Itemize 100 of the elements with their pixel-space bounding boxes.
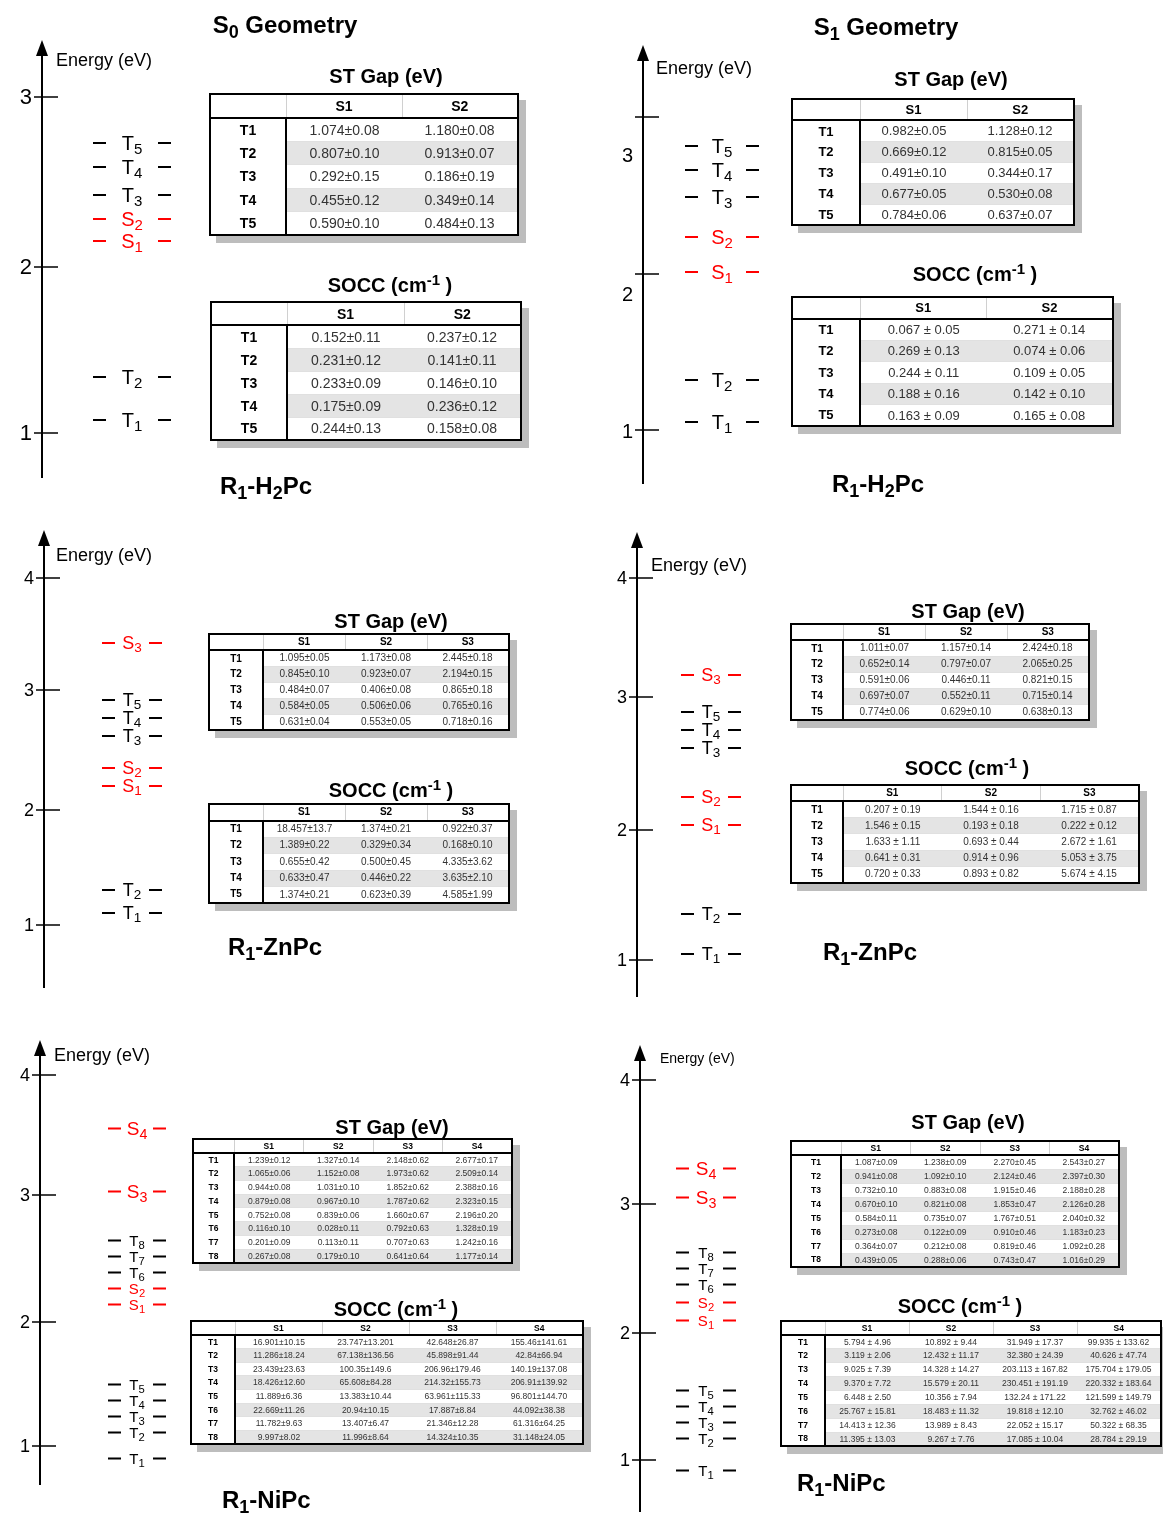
level-label: T$_{2}$ — [122, 881, 142, 899]
tick-label: 4 — [20, 1066, 30, 1084]
table-title: SOCC (cm$^{-1}$ ) — [897, 1296, 1023, 1316]
row-label: T3 — [818, 165, 834, 180]
level-label: T$_{3}$ — [122, 727, 142, 745]
row-label: T3 — [230, 684, 242, 695]
tick-label: 4 — [620, 1071, 630, 1089]
row-label: T1 — [798, 1337, 808, 1348]
row-label: T4 — [811, 1198, 821, 1209]
panel-heading: S$_{1}$ Geometry — [813, 12, 959, 45]
row-label: T1 — [230, 823, 242, 835]
value-cell: 0.344±0.17 — [967, 162, 1074, 183]
column-label: S1 — [297, 636, 311, 647]
tick-label: 3 — [617, 688, 627, 706]
level-label: T$_{2}$ — [711, 370, 733, 390]
value-cell: 0.913±0.07 — [402, 141, 518, 165]
level-label: T$_{5}$ — [698, 1382, 714, 1398]
row-label: T3 — [208, 1363, 218, 1374]
row-label: T4 — [818, 186, 834, 201]
level-label: S$_{1}$ — [128, 1296, 146, 1312]
column-label: S1 — [915, 300, 932, 316]
level-label: T$_{4}$ — [129, 1392, 145, 1408]
row-label: T4 — [240, 397, 258, 414]
row-label: T8 — [208, 1431, 218, 1442]
column-label: S4 — [471, 1140, 483, 1151]
value-cell: 1.128±0.12 — [967, 120, 1074, 141]
tick-label: 2 — [620, 1324, 630, 1342]
value-cell: 1.180±0.08 — [402, 117, 518, 141]
tick-label: 2 — [621, 284, 633, 304]
column-label: S2 — [453, 305, 471, 322]
row-label: T5 — [811, 1212, 821, 1223]
level-label: T$_{2}$ — [121, 367, 143, 387]
tick-label: 4 — [617, 569, 627, 587]
value-cell: 0.175±0.09 — [287, 394, 404, 417]
column-label: S4 — [1078, 1142, 1090, 1153]
column-label: S4 — [534, 1322, 545, 1333]
level-label: S$_{2}$ — [701, 788, 721, 806]
row-label: T4 — [208, 1377, 218, 1388]
row-label: T8 — [798, 1433, 808, 1444]
tick-label: 3 — [620, 1195, 630, 1213]
row-label: T1 — [239, 121, 257, 138]
axis-title: Energy (eV) — [651, 553, 748, 577]
row-label: T3 — [239, 168, 257, 185]
level-label: T$_{7}$ — [129, 1248, 145, 1264]
column-label: S1 — [297, 806, 311, 818]
level-label: T$_{2}$ — [698, 1430, 714, 1446]
value-cell: 0.233±0.09 — [287, 371, 404, 394]
row-label: T3 — [208, 1182, 219, 1193]
level-label: S$_{4}$ — [126, 1118, 148, 1138]
column-label: S1 — [336, 305, 355, 322]
table-title: SOCC (cm$^{-1}$ ) — [904, 758, 1030, 778]
column-label: S2 — [1041, 300, 1058, 316]
tick-label: 1 — [24, 916, 34, 934]
row-label: T5 — [811, 705, 823, 717]
column-label: S2 — [333, 1140, 344, 1151]
table-title: ST Gap (eV) — [334, 611, 448, 631]
value-cell: 0.455±0.12 — [286, 188, 402, 212]
value-cell: 0.236±0.12 — [404, 394, 521, 417]
level-label: T$_{3}$ — [698, 1414, 714, 1430]
column-label: S1 — [905, 102, 922, 117]
row-label: T2 — [811, 819, 823, 831]
level-label: S$_{1}$ — [701, 816, 721, 834]
level-label: S$_{1}$ — [121, 231, 143, 251]
value-cell: 0.590±0.10 — [286, 211, 402, 235]
value-cell: 0.186±0.19 — [402, 164, 518, 188]
row-label: T3 — [811, 674, 823, 685]
level-label: T$_{4}$ — [121, 157, 143, 177]
column-label: S2 — [959, 626, 973, 637]
level-label: T$_{1}$ — [122, 904, 142, 922]
level-label: S$_{1}$ — [122, 777, 142, 795]
row-label: T3 — [811, 836, 823, 848]
row-label: T5 — [230, 715, 242, 727]
value-cell: 0.244±0.13 — [287, 417, 404, 440]
table-title: SOCC (cm$^{-1}$ ) — [327, 275, 453, 295]
level-label: T$_{1}$ — [711, 412, 733, 432]
level-label: T$_{2}$ — [129, 1424, 145, 1440]
level-label: T$_{1}$ — [701, 945, 721, 963]
row-label: T4 — [818, 386, 834, 402]
row-label: T4 — [811, 690, 823, 701]
row-label: T5 — [818, 206, 834, 222]
level-label: S$_{3}$ — [701, 666, 721, 684]
value-cell: 0.231±0.12 — [287, 348, 404, 371]
row-label: T4 — [230, 700, 242, 711]
level-label: T$_{5}$ — [121, 133, 143, 153]
tick-label: 4 — [24, 569, 34, 587]
tick-label: 2 — [617, 821, 627, 839]
table-title: SOCC (cm$^{-1}$ ) — [333, 1299, 459, 1319]
tick-label: 3 — [19, 86, 32, 108]
column-label: S1 — [886, 787, 899, 799]
row-label: T2 — [230, 839, 242, 851]
row-label: T7 — [798, 1419, 808, 1430]
row-label: T5 — [208, 1209, 219, 1220]
column-label: S2 — [945, 1322, 957, 1333]
column-label: S3 — [461, 636, 474, 647]
row-label: T4 — [239, 191, 257, 208]
row-label: T5 — [798, 1392, 808, 1403]
level-label: S$_{2}$ — [122, 759, 142, 777]
tick-label: 1 — [621, 421, 633, 441]
row-label: T7 — [208, 1237, 219, 1248]
row-label: T1 — [811, 1157, 821, 1168]
